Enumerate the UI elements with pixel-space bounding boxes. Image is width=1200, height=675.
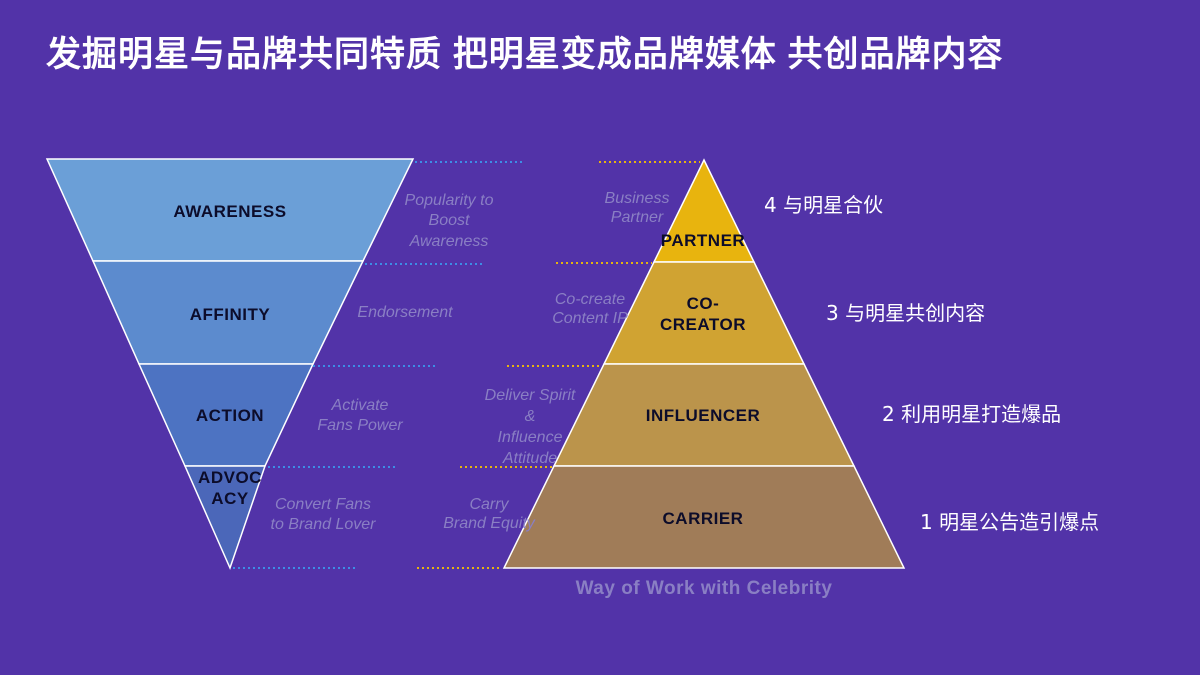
pyramid-label-co-creator-line1: CO-	[687, 294, 720, 313]
pyramid-note-influencer-4: Attitude	[502, 450, 557, 467]
pyramid-note-carrier-2: Brand Equity	[443, 515, 536, 532]
pyramid-note-carrier-1: Carry	[469, 496, 509, 513]
funnel-label-advocacy-line2: ACY	[211, 489, 249, 508]
funnel-label-affinity: AFFINITY	[190, 305, 271, 324]
funnel-label-action: ACTION	[196, 406, 264, 425]
funnel-note-awareness-3: Awareness	[409, 233, 489, 250]
pyramid-note-partner-1: Business	[605, 190, 670, 207]
funnel-stage-advocacy	[183, 465, 267, 571]
funnel-note-action-1: Activate	[331, 397, 389, 414]
pyramid-label-carrier: CARRIER	[663, 509, 744, 528]
pyramid-leader-lines	[417, 161, 700, 569]
pyramid-cn-influencer: 2 利用明星打造爆品	[882, 402, 1061, 426]
pyramid: PARTNER CO- CREATOR INFLUENCER CARRIER B…	[417, 158, 1099, 599]
pyramid-cn-co-creator: 3 与明星共创内容	[826, 301, 985, 325]
pyramid-note-co-creator-1: Co-create	[555, 291, 625, 308]
funnel: AWARENESS AFFINITY ACTION ADVOC ACY Popu…	[45, 158, 525, 571]
funnel-label-advocacy-line1: ADVOC	[198, 468, 262, 487]
pyramid-footer: Way of Work with Celebrity	[576, 578, 833, 599]
pyramid-note-co-creator-2: Content IP	[552, 310, 628, 327]
funnel-note-action-2: Fans Power	[317, 417, 403, 434]
pyramid-level-co-creator	[602, 261, 806, 365]
funnel-note-awareness-1: Popularity to	[405, 192, 494, 209]
pyramid-note-partner-2: Partner	[611, 209, 664, 226]
funnel-note-affinity: Endorsement	[357, 304, 453, 321]
funnel-note-advocacy-2: to Brand Lover	[271, 516, 377, 533]
pyramid-label-partner: PARTNER	[661, 231, 745, 250]
funnel-note-advocacy-1: Convert Fans	[275, 496, 371, 513]
pyramid-level-carrier	[502, 465, 906, 569]
funnel-label-awareness: AWARENESS	[173, 202, 286, 221]
pyramid-cn-carrier: 1 明星公告造引爆点	[920, 510, 1099, 534]
pyramid-label-influencer: INFLUENCER	[646, 406, 761, 425]
pyramid-cn-partner: 4 与明星合伙	[764, 193, 883, 217]
page-title: 发掘明星与品牌共同特质 把明星变成品牌媒体 共创品牌内容	[46, 35, 1004, 74]
pyramid-label-co-creator-line2: CREATOR	[660, 315, 746, 334]
pyramid-note-influencer-1: Deliver Spirit	[485, 387, 576, 404]
pyramid-note-influencer-3: Influence	[498, 429, 563, 446]
funnel-note-awareness-2: Boost	[429, 212, 470, 229]
funnel-leader-lines	[233, 161, 525, 569]
pyramid-note-influencer-2: &	[525, 408, 536, 425]
